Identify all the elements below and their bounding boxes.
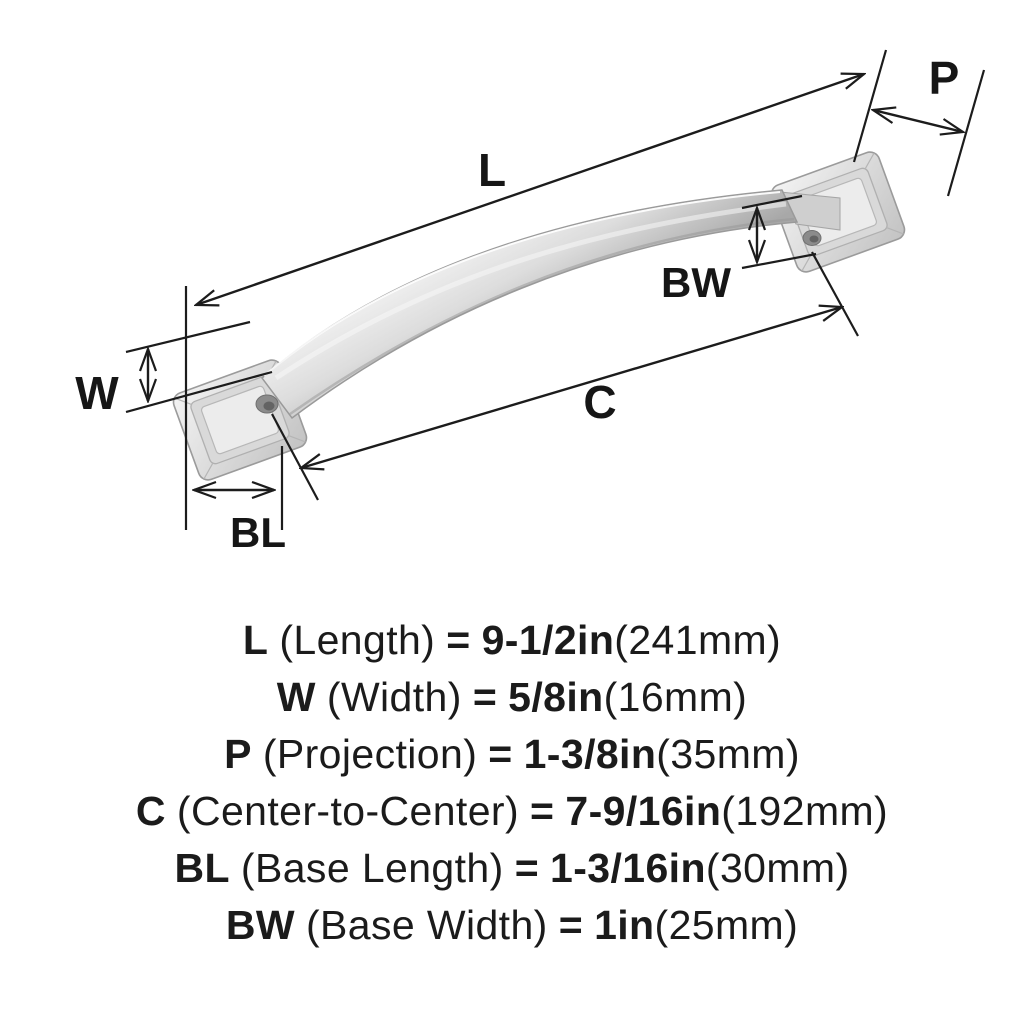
spec-abbr: C: [135, 788, 166, 834]
dim-line-P: [873, 110, 963, 132]
spec-abbr: W: [276, 674, 316, 720]
spec-row-center-to-center: C(Center-to-Center)=7-9/16in(192mm): [0, 783, 1024, 840]
right-screw-post: [802, 230, 822, 246]
spec-row-projection: P(Projection)=1-3/8in(35mm): [0, 726, 1024, 783]
left-screw-post: [255, 394, 279, 414]
dim-line-C: [301, 307, 842, 468]
spec-list: L(Length)=9-1/2in(241mm) W(Width)=5/8in(…: [0, 612, 1024, 954]
spec-metric: (241mm): [614, 617, 782, 663]
spec-abbr: L: [242, 617, 269, 663]
spec-equals: =: [558, 902, 584, 948]
label-width: W: [75, 367, 119, 419]
spec-name: (Center-to-Center): [176, 788, 520, 834]
spec-row-base-width: BW(Base Width)=1in(25mm): [0, 897, 1024, 954]
spec-name: (Base Length): [240, 845, 504, 891]
dimension-diagram: L W P C BW BL: [75, 49, 986, 556]
spec-metric: (30mm): [705, 845, 850, 891]
spec-value: 1-3/8in: [523, 731, 657, 777]
spec-equals: =: [530, 788, 555, 834]
spec-name: (Projection): [262, 731, 478, 777]
spec-metric: (192mm): [721, 788, 889, 834]
label-length: L: [478, 144, 506, 196]
spec-equals: =: [472, 674, 498, 720]
spec-name: (Base Width): [305, 902, 548, 948]
spec-metric: (35mm): [656, 731, 800, 777]
spec-value: 1in: [594, 902, 655, 948]
spec-metric: (16mm): [603, 674, 748, 720]
spec-row-length: L(Length)=9-1/2in(241mm): [0, 612, 1024, 669]
spec-row-width: W(Width)=5/8in(16mm): [0, 669, 1024, 726]
spec-equals: =: [514, 845, 540, 891]
spec-abbr: BL: [174, 845, 230, 891]
spec-value: 9-1/2in: [481, 617, 615, 663]
spec-equals: =: [446, 617, 471, 663]
label-center-to-center: C: [583, 376, 616, 428]
spec-abbr: BW: [225, 902, 295, 948]
spec-metric: (25mm): [654, 902, 799, 948]
spec-name: (Width): [326, 674, 462, 720]
spec-name: (Length): [279, 617, 436, 663]
label-base-width: BW: [661, 259, 731, 306]
spec-value: 1-3/16in: [550, 845, 706, 891]
spec-equals: =: [488, 731, 513, 777]
spec-abbr: P: [224, 731, 252, 777]
dim-line-L: [196, 74, 864, 305]
label-base-length: BL: [230, 509, 286, 556]
spec-value: 7-9/16in: [565, 788, 722, 834]
spec-value: 5/8in: [508, 674, 604, 720]
dimension-lines: [148, 74, 963, 490]
spec-row-base-length: BL(Base Length)=1-3/16in(30mm): [0, 840, 1024, 897]
label-projection: P: [929, 52, 960, 104]
